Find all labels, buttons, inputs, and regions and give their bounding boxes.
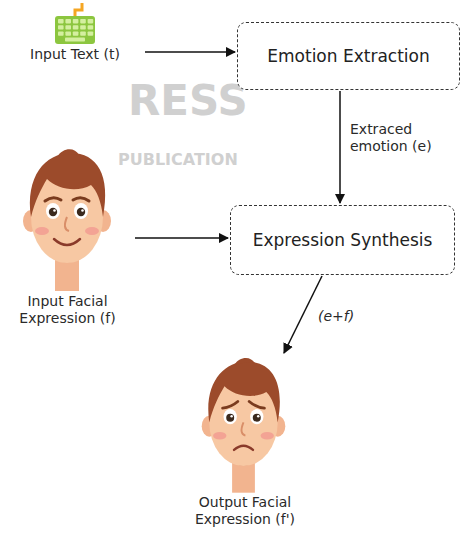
sad-face <box>249 402 264 409</box>
keyboard-icon <box>88 31 94 35</box>
keyboard-icon <box>73 31 79 35</box>
arrow-connector <box>145 51 235 53</box>
icon-caption: Output Facial Expression (f') <box>170 494 320 528</box>
box-label: Emotion Extraction <box>259 46 437 66</box>
happy-face <box>23 149 111 291</box>
keyboard-icon <box>58 25 64 29</box>
keyboard-icon <box>58 19 64 23</box>
watermark-text: RESS <box>128 76 248 125</box>
edge-label: Extraced emotion (e) <box>348 121 452 155</box>
icon-slot <box>75 2 76 46</box>
icon-caption: Input Facial Expression (f) <box>5 293 130 327</box>
happy-face <box>23 149 111 291</box>
happy-face <box>54 239 80 245</box>
sad-face <box>202 358 286 493</box>
input-text-node: Input Text (t) <box>15 2 135 63</box>
keyboard-icon <box>73 19 79 23</box>
icon-caption: Input Text (t) <box>30 46 120 63</box>
keyboard-icon <box>80 19 86 23</box>
edge-label: (e+f) <box>316 308 356 325</box>
keyboard-icon <box>65 25 71 29</box>
keyboard-icon <box>65 19 71 23</box>
keyboard-icon <box>55 3 95 44</box>
arrow-connector <box>339 91 341 203</box>
keyboard-icon <box>58 31 64 35</box>
sad-face <box>223 402 238 409</box>
sad-face <box>234 446 253 450</box>
keyboard-icon <box>80 25 86 29</box>
keyboard-icon <box>80 31 86 35</box>
happy-face <box>73 198 89 201</box>
happy-face <box>45 198 61 201</box>
box-label: Expression Synthesis <box>245 230 441 250</box>
icon-slot <box>245 352 246 494</box>
input-face-node: Input Facial Expression (f) <box>5 143 130 327</box>
output-face-node: Output Facial Expression (f') <box>170 352 320 528</box>
process-box: Expression Synthesis <box>230 205 455 275</box>
keyboard-icon <box>58 19 93 42</box>
keyboard-icon <box>55 16 95 44</box>
keyboard-icon <box>88 25 94 29</box>
arrow-connector <box>135 237 228 239</box>
process-box: Emotion Extraction <box>237 22 460 90</box>
keyboard-icon <box>65 31 71 35</box>
keyboard-icon <box>65 38 85 42</box>
sad-face <box>202 358 286 493</box>
keyboard-icon <box>88 19 94 23</box>
keyboard-icon <box>75 3 82 17</box>
icon-slot <box>67 143 68 293</box>
watermark-text: PUBLICATION <box>118 150 238 169</box>
keyboard-icon <box>73 25 79 29</box>
